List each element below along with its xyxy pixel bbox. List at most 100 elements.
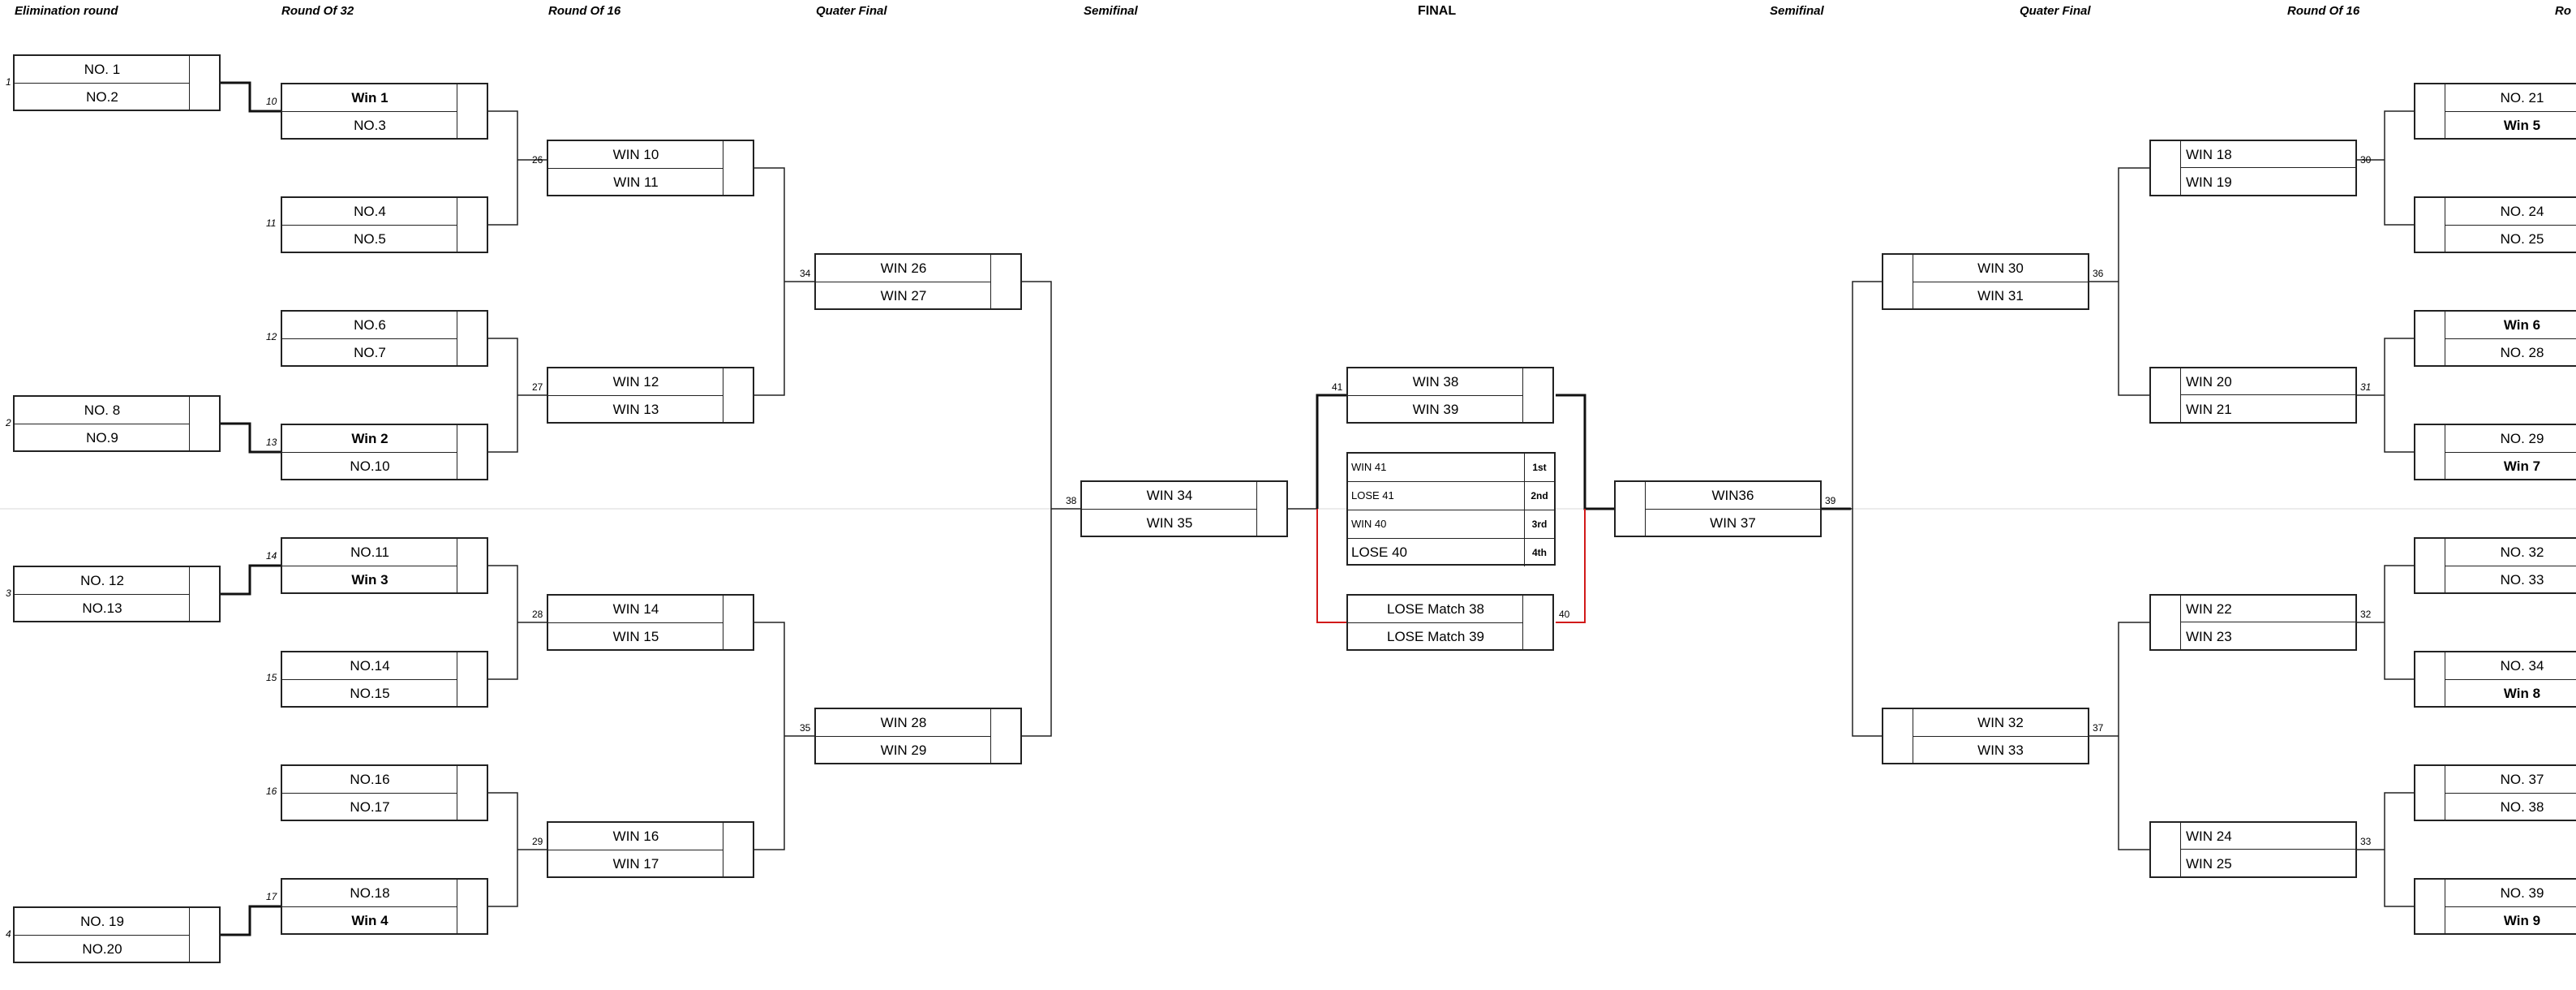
right-team-top: NO. 29 bbox=[2445, 425, 2576, 453]
match-31-team-top: WIN 20 bbox=[2181, 368, 2355, 395]
match-35-team-top: WIN 28 bbox=[816, 709, 991, 737]
match-13-team-top: Win 2 bbox=[282, 425, 457, 453]
match-card-10: Win 1 NO.3 bbox=[281, 83, 488, 140]
match-number-14: 14 bbox=[266, 550, 277, 562]
match-number-12: 12 bbox=[266, 331, 277, 342]
match-11-team-top: NO.4 bbox=[282, 198, 457, 226]
match-33-team-bottom: WIN 25 bbox=[2186, 856, 2232, 872]
match-4-team-top: NO. 19 bbox=[15, 908, 190, 936]
match-card-12: NO.6 NO.7 bbox=[281, 310, 488, 367]
ranking-label: LOSE 40 bbox=[1351, 544, 1407, 560]
match-14-team-top: NO.11 bbox=[282, 539, 457, 566]
match-number-10: 10 bbox=[266, 96, 277, 107]
match-29-team-top: WIN 16 bbox=[548, 823, 723, 850]
match-1-team-top: NO. 1 bbox=[15, 56, 190, 84]
match-39-team-top: WIN36 bbox=[1646, 482, 1820, 510]
right-team-bottom: Win 7 bbox=[2503, 458, 2541, 474]
match-number-3: 3 bbox=[6, 588, 11, 599]
ranking-place: 1st bbox=[1524, 454, 1554, 481]
header-quarter-final-left: Quater Final bbox=[816, 4, 887, 18]
match-number-33: 33 bbox=[2360, 836, 2372, 847]
match-10-team-bottom: NO.3 bbox=[354, 118, 386, 133]
match-number-38: 38 bbox=[1066, 495, 1077, 506]
match-36-team-bottom: WIN 31 bbox=[1977, 288, 2024, 303]
match-11-team-bottom: NO.5 bbox=[354, 231, 386, 247]
match-card-30: WIN 18 WIN 19 bbox=[2149, 140, 2357, 196]
match-card-39: WIN36 WIN 37 bbox=[1614, 480, 1822, 537]
match-number-17: 17 bbox=[266, 891, 277, 902]
match-37-team-bottom: WIN 33 bbox=[1977, 742, 2024, 758]
match-35-team-bottom: WIN 29 bbox=[880, 742, 927, 758]
match-40-team-top: LOSE Match 38 bbox=[1348, 596, 1523, 623]
match-number-4: 4 bbox=[6, 928, 11, 940]
right-team-bottom: NO. 25 bbox=[2500, 231, 2544, 247]
header-round-of-32-left: Round Of 32 bbox=[281, 4, 354, 18]
match-card-16: NO.16 NO.17 bbox=[281, 764, 488, 821]
match-number-2: 2 bbox=[6, 417, 11, 428]
match-17-team-bottom: Win 4 bbox=[351, 913, 389, 928]
right-team-top: Win 6 bbox=[2445, 312, 2576, 339]
match-card-38: WIN 34 WIN 35 bbox=[1080, 480, 1288, 537]
match-card-right-r32: NO. 39 Win 9 bbox=[2414, 878, 2576, 935]
ranking-row: WIN 41 1st bbox=[1348, 454, 1554, 482]
match-card-29: WIN 16 WIN 17 bbox=[547, 821, 754, 878]
match-17-team-top: NO.18 bbox=[282, 880, 457, 907]
match-number-37: 37 bbox=[2093, 722, 2104, 734]
match-number-1: 1 bbox=[6, 76, 11, 88]
match-16-team-top: NO.16 bbox=[282, 766, 457, 794]
match-30-team-bottom: WIN 19 bbox=[2186, 174, 2232, 190]
match-26-team-top: WIN 10 bbox=[548, 141, 723, 169]
match-30-team-top: WIN 18 bbox=[2181, 141, 2355, 168]
match-1-team-bottom: NO.2 bbox=[86, 89, 118, 105]
match-34-team-top: WIN 26 bbox=[816, 255, 991, 282]
match-4-team-bottom: NO.20 bbox=[82, 941, 122, 957]
match-27-team-top: WIN 12 bbox=[548, 368, 723, 396]
ranking-place: 2nd bbox=[1524, 482, 1554, 510]
right-team-bottom: NO. 33 bbox=[2500, 572, 2544, 588]
match-29-team-bottom: WIN 17 bbox=[612, 856, 659, 872]
match-12-team-bottom: NO.7 bbox=[354, 345, 386, 360]
ranking-place: 3rd bbox=[1524, 510, 1554, 538]
right-team-bottom: Win 9 bbox=[2503, 913, 2541, 928]
match-number-35: 35 bbox=[800, 722, 811, 734]
match-card-3: NO. 12 NO.13 bbox=[13, 566, 221, 622]
header-round-of-16-left: Round Of 16 bbox=[548, 4, 621, 18]
match-2-team-top: NO. 8 bbox=[15, 397, 190, 424]
match-32-team-top: WIN 22 bbox=[2181, 596, 2355, 622]
ranking-label: WIN 41 bbox=[1351, 461, 1387, 473]
match-number-26: 26 bbox=[532, 154, 543, 166]
match-card-13: Win 2 NO.10 bbox=[281, 424, 488, 480]
match-number-29: 29 bbox=[532, 836, 543, 847]
match-number-40: 40 bbox=[1559, 609, 1570, 620]
right-team-top: NO. 34 bbox=[2445, 652, 2576, 680]
match-card-14: NO.11 Win 3 bbox=[281, 537, 488, 594]
match-13-team-bottom: NO.10 bbox=[350, 458, 390, 474]
match-number-39: 39 bbox=[1825, 495, 1836, 506]
match-card-26: WIN 10 WIN 11 bbox=[547, 140, 754, 196]
right-team-bottom: Win 5 bbox=[2503, 118, 2541, 133]
match-number-15: 15 bbox=[266, 672, 277, 683]
match-card-right-r32: NO. 29 Win 7 bbox=[2414, 424, 2576, 480]
match-28-team-top: WIN 14 bbox=[548, 596, 723, 623]
match-number-30: 30 bbox=[2360, 154, 2372, 166]
match-40-team-bottom: LOSE Match 39 bbox=[1386, 629, 1484, 644]
match-number-16: 16 bbox=[266, 786, 277, 797]
match-31-team-bottom: WIN 21 bbox=[2186, 402, 2232, 417]
match-number-11: 11 bbox=[266, 217, 277, 229]
header-round-of-32-right: Ro bbox=[2555, 4, 2571, 18]
match-2-team-bottom: NO.9 bbox=[86, 430, 118, 446]
match-card-32: WIN 22 WIN 23 bbox=[2149, 594, 2357, 651]
match-10-team-top: Win 1 bbox=[282, 84, 457, 112]
match-33-team-top: WIN 24 bbox=[2181, 823, 2355, 850]
right-team-bottom: Win 8 bbox=[2503, 686, 2541, 701]
match-37-team-top: WIN 32 bbox=[1913, 709, 2088, 737]
match-26-team-bottom: WIN 11 bbox=[613, 174, 659, 190]
match-38-team-top: WIN 34 bbox=[1082, 482, 1257, 510]
match-card-right-r32: Win 6 NO. 28 bbox=[2414, 310, 2576, 367]
right-team-top: NO. 21 bbox=[2445, 84, 2576, 112]
match-card-41: WIN 38 WIN 39 bbox=[1346, 367, 1554, 424]
match-15-team-top: NO.14 bbox=[282, 652, 457, 680]
ranking-place: 4th bbox=[1524, 539, 1554, 566]
ranking-row: LOSE 40 4th bbox=[1348, 539, 1554, 566]
match-16-team-bottom: NO.17 bbox=[350, 799, 390, 815]
